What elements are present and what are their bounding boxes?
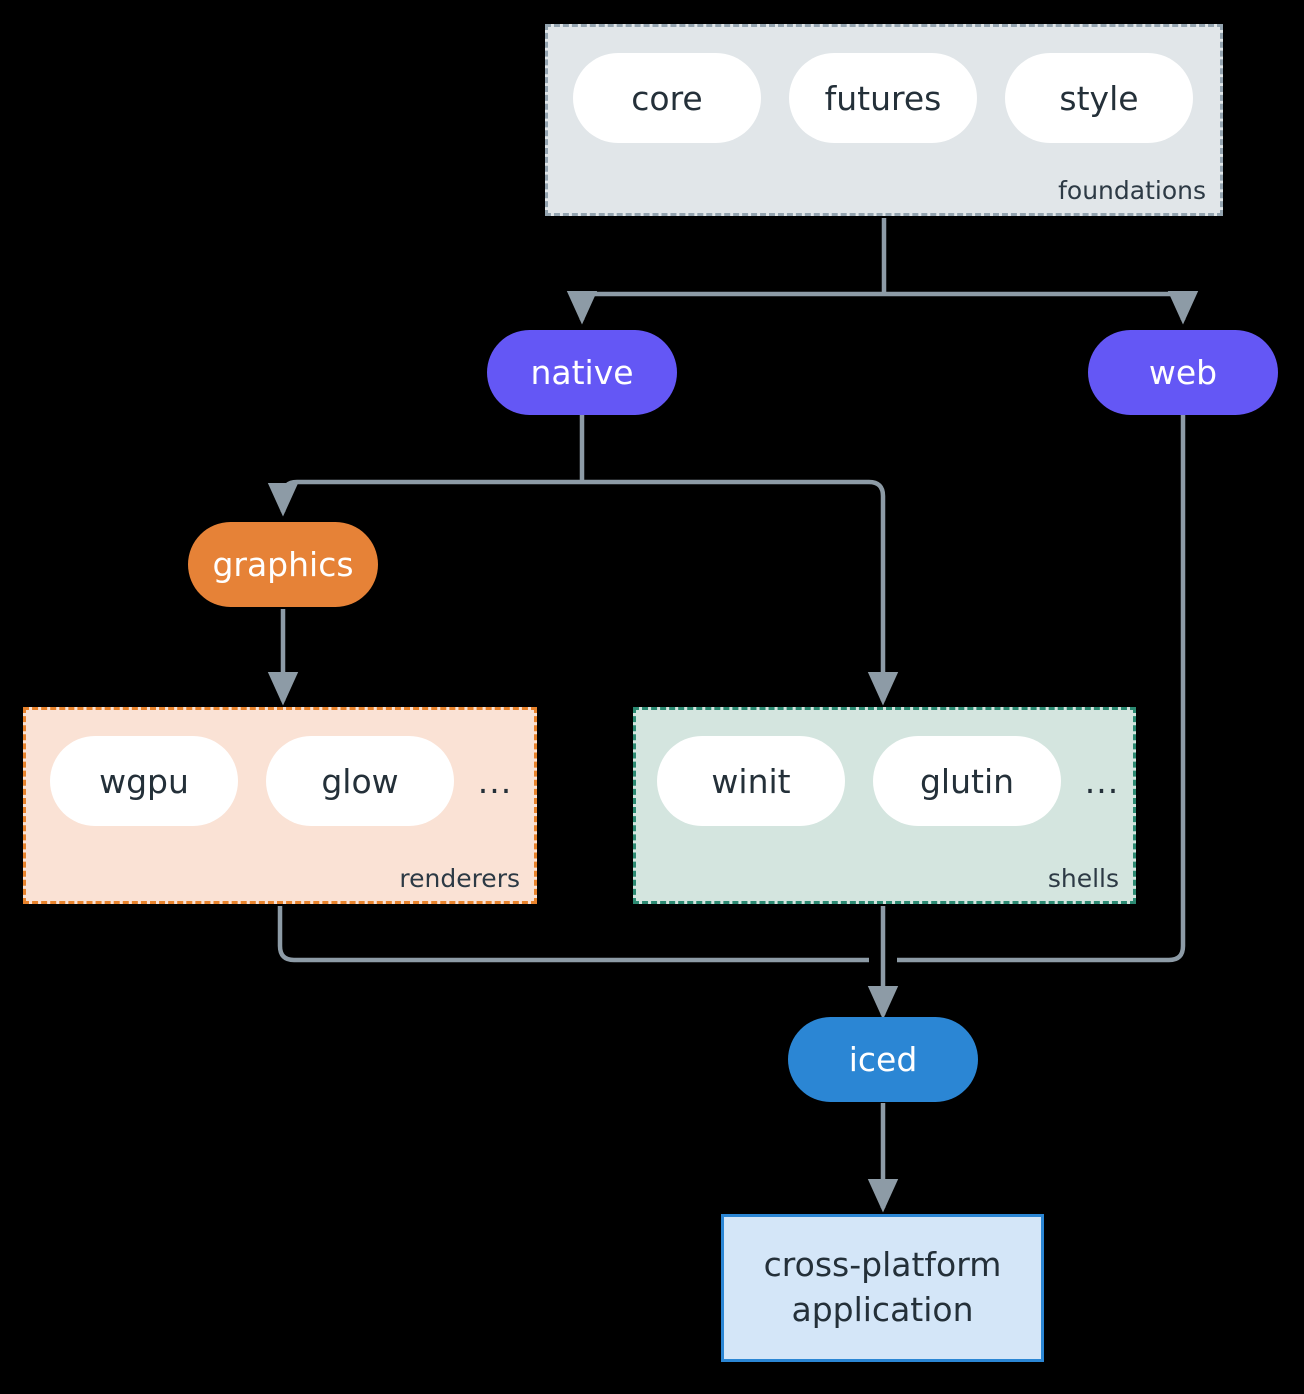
node-application-line1: cross-platform: [763, 1245, 1002, 1285]
edge-foundations-to-native: [566, 290, 884, 325]
cluster-shells-label: shells: [1047, 864, 1119, 893]
node-graphics-label: graphics: [212, 545, 354, 584]
node-glow[interactable]: glow: [266, 736, 454, 826]
shells-overflow-ellipsis: ...: [1077, 736, 1127, 826]
node-winit-label: winit: [711, 761, 791, 801]
node-winit[interactable]: winit: [657, 736, 845, 826]
node-native-label: native: [530, 353, 634, 392]
cluster-foundations-label: foundations: [1058, 176, 1206, 205]
node-core[interactable]: core: [573, 53, 761, 143]
node-graphics[interactable]: graphics: [188, 522, 378, 607]
node-style-label: style: [1059, 78, 1139, 118]
node-application-line2: application: [791, 1290, 974, 1329]
node-native[interactable]: native: [487, 330, 677, 415]
node-iced-label: iced: [848, 1040, 918, 1079]
edge-native-to-graphics: [267, 479, 582, 517]
node-futures-label: futures: [824, 78, 942, 118]
edge-renderers-to-merge: [277, 906, 869, 963]
node-wgpu-label: wgpu: [99, 761, 189, 801]
cluster-renderers-label: renderers: [399, 864, 520, 893]
node-style[interactable]: style: [1005, 53, 1193, 143]
node-glutin[interactable]: glutin: [873, 736, 1061, 826]
node-web-label: web: [1148, 353, 1218, 392]
node-wgpu[interactable]: wgpu: [50, 736, 238, 826]
edge-native-to-shells: [582, 479, 899, 706]
node-cross-platform-application[interactable]: cross-platform application: [721, 1214, 1044, 1362]
renderers-overflow-label: ...: [477, 761, 513, 801]
edge-foundations-to-web: [884, 290, 1199, 325]
node-futures[interactable]: futures: [789, 53, 977, 143]
node-iced[interactable]: iced: [788, 1017, 978, 1102]
shells-overflow-label: ...: [1084, 761, 1120, 801]
node-glutin-label: glutin: [919, 761, 1015, 801]
renderers-overflow-ellipsis: ...: [470, 736, 520, 826]
node-core-label: core: [631, 78, 703, 118]
node-glow-label: glow: [321, 761, 399, 801]
node-web[interactable]: web: [1088, 330, 1278, 415]
